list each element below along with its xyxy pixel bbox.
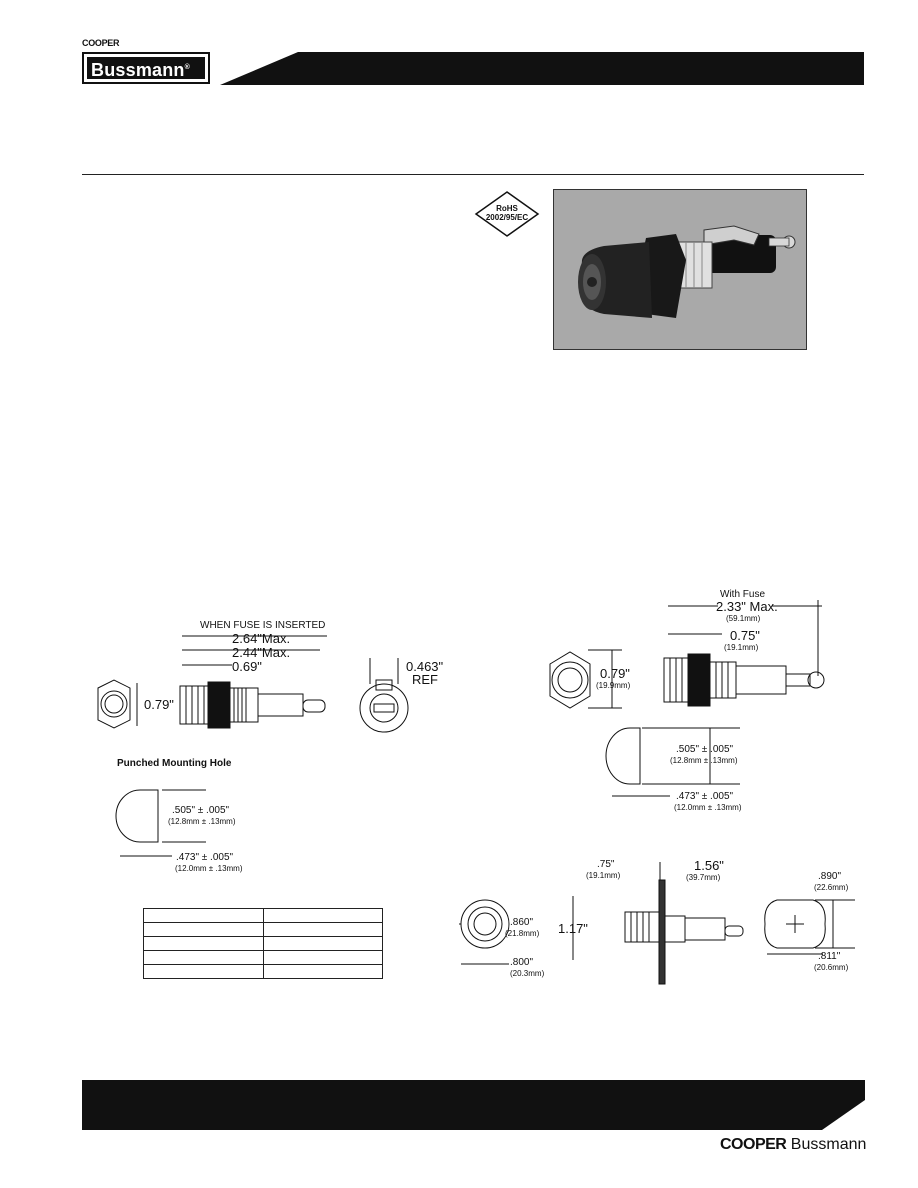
hole-dim-473-mm: (12.0mm ± .13mm) — [175, 864, 243, 873]
bottom-dim-800-mm: (20.3mm) — [510, 969, 545, 978]
bottom-holder-drawing — [459, 862, 855, 985]
dim-2-44-max: 2.44"Max. — [232, 645, 291, 660]
table-cell — [262, 964, 383, 979]
bottom-dim-75-mm: (19.1mm) — [586, 871, 621, 880]
dim-ref: REF — [412, 672, 438, 687]
bottom-dim-811-mm: (20.6mm) — [814, 963, 849, 972]
bussmann-logo-text: Bussmann — [91, 60, 185, 80]
right-dim-473-mm: (12.0mm ± .13mm) — [674, 803, 742, 812]
table-cell — [262, 950, 383, 965]
bottom-dim-156-mm: (39.7mm) — [686, 873, 721, 882]
bottom-dim-811: .811" — [818, 951, 841, 962]
hole-dim-505-mm: (12.8mm ± .13mm) — [168, 817, 236, 826]
header-rule — [82, 174, 864, 175]
dim-0-79-left: 0.79" — [144, 697, 174, 712]
bottom-dim-75: .75" — [597, 859, 615, 870]
rohs-badge: RoHS 2002/95/EC — [474, 190, 540, 238]
table-cell — [262, 922, 383, 937]
footer-cooper-text: COOPER — [720, 1136, 787, 1153]
fuse-holder-photo-icon — [578, 225, 796, 318]
bottom-dim-860-mm: (21.8mm) — [505, 929, 540, 938]
table-cell — [143, 908, 264, 923]
dim-2-64-max: 2.64"Max. — [232, 631, 291, 646]
dim-0-463: 0.463" — [406, 659, 444, 674]
right-holder-drawing — [549, 600, 825, 797]
footer-bussmann-text: Bussmann — [790, 1136, 867, 1153]
hole-dim-473: .473" ± .005" — [176, 852, 234, 863]
table-cell — [143, 936, 264, 951]
mounting-hole-drawing — [115, 789, 206, 857]
spec-table — [143, 908, 383, 979]
bottom-dim-860: .860" — [510, 917, 534, 928]
table-row — [143, 922, 383, 937]
header-band — [220, 52, 864, 85]
dim-0-75: 0.75" — [730, 628, 760, 643]
right-dim-505-mm: (12.8mm ± .13mm) — [670, 756, 738, 765]
dim-0-79-right: 0.79" — [600, 666, 630, 681]
punched-mounting-hole-title: Punched Mounting Hole — [117, 758, 232, 769]
dim-0-79-mm: (19.9mm) — [596, 681, 631, 690]
bottom-dim-890-mm: (22.6mm) — [814, 883, 849, 892]
dim-2-33-max: 2.33" Max. — [716, 599, 778, 614]
rohs-line1: RoHS — [496, 204, 518, 213]
product-photo — [553, 189, 807, 350]
right-dim-473: .473" ± .005" — [676, 791, 734, 802]
rohs-line2: 2002/95/EC — [485, 213, 529, 222]
table-row — [143, 936, 383, 951]
registered-mark: ® — [184, 64, 190, 71]
dim-0-69: 0.69" — [232, 659, 262, 674]
bottom-dim-800: .800" — [510, 957, 534, 968]
when-fuse-inserted-caption: WHEN FUSE IS INSERTED — [200, 620, 326, 631]
bottom-dim-156: 1.56" — [694, 858, 724, 873]
table-row — [143, 964, 383, 979]
hole-dim-505: .505" ± .005" — [172, 805, 230, 816]
table-row — [143, 950, 383, 965]
dim-2-33-mm: (59.1mm) — [726, 614, 761, 623]
cooper-logo-small: COOPER — [82, 38, 120, 48]
right-dim-505: .505" ± .005" — [676, 744, 734, 755]
bottom-dim-890: .890" — [818, 871, 842, 882]
table-cell — [143, 950, 264, 965]
rohs-diamond-icon — [474, 191, 540, 237]
table-cell — [143, 964, 264, 979]
table-cell — [262, 936, 383, 951]
left-holder-drawing — [97, 635, 409, 733]
table-cell — [262, 908, 383, 923]
dim-0-75-mm: (19.1mm) — [724, 643, 759, 652]
table-row — [143, 908, 383, 923]
cooper-bussmann-footer-logo: COOPER Bussmann — [720, 1136, 866, 1154]
bussmann-logo: Bussmann® — [82, 52, 210, 84]
table-cell — [143, 922, 264, 937]
with-fuse-caption: With Fuse — [720, 589, 766, 600]
footer-band — [82, 1080, 865, 1130]
